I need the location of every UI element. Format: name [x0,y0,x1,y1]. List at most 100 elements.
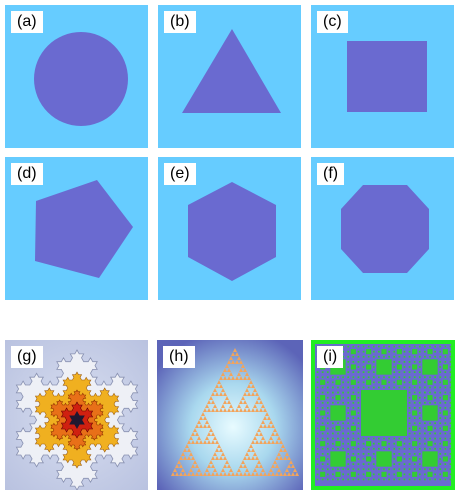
carpet-hole [393,376,396,379]
carpet-hole [347,376,350,379]
carpet-hole [398,478,401,481]
carpet-hole [320,441,326,447]
carpet-hole [398,361,401,363]
carpet-hole [442,410,448,416]
carpet-hole [347,361,350,363]
carpet-hole [381,471,387,477]
carpet-hole [408,442,411,445]
carpet-hole [357,447,360,450]
carpet-hole [367,447,370,450]
panel-label: (g) [11,346,43,368]
carpet-hole [383,376,385,379]
sierpinski-cell [203,408,207,412]
sierpinski-cell [175,472,179,476]
carpet-hole [352,478,355,481]
carpet-hole [424,473,426,476]
carpet-hole [444,417,447,419]
sierpinski-cell [259,472,263,476]
sierpinski-cell [207,440,211,444]
carpet-hole [413,478,416,481]
carpet-hole [449,427,452,430]
carpet-hole [316,391,319,394]
hexagon-shape [188,182,276,281]
carpet-hole [352,407,355,409]
carpet-hole [434,345,436,348]
carpet-hole [398,437,401,440]
carpet-hole [393,468,396,471]
carpet-hole [372,458,375,460]
carpet-hole [424,468,426,471]
sierpinski-cell [247,376,251,380]
carpet-hole [418,376,421,379]
carpet-hole [449,391,452,394]
carpet-hole [326,396,329,399]
carpet-hole [424,345,426,348]
carpet-hole [357,458,360,460]
sierpinski-cell [183,456,187,460]
carpet-hole [362,350,365,353]
sierpinski-cell [285,468,289,472]
carpet-hole [357,366,360,368]
carpet-hole [335,441,341,447]
carpet-hole [321,478,324,481]
carpet-hole [342,381,344,384]
carpet-hole [424,376,426,379]
carpet-hole [366,456,372,462]
sierpinski-cell [223,472,227,476]
carpet-hole [357,401,360,404]
carpet-hole [367,371,370,373]
carpet-hole [403,458,406,460]
sierpinski-cell [243,400,247,404]
sierpinski-cell [191,432,195,436]
carpet-hole [403,453,406,455]
carpet-hole [429,386,431,389]
carpet-hole [357,427,360,430]
sierpinski-cell [183,472,187,476]
carpet-hole [393,458,396,460]
sierpinski-cell [191,440,195,444]
sierpinski-cell [195,464,199,468]
panel-label: (a) [11,11,43,33]
carpet-hole [367,437,370,440]
carpet-hole [418,386,421,389]
carpet-hole [332,401,334,404]
sierpinski-cell [211,472,215,476]
carpet-hole [347,407,350,409]
carpet-hole [321,417,324,419]
carpet-hole [439,468,442,471]
carpet-hole [403,468,406,471]
carpet-hole [347,437,350,440]
carpet-hole [403,376,406,379]
carpet-hole [347,412,350,414]
carpet-hole [418,478,421,481]
sierpinski-cell [237,356,241,360]
carpet-hole [418,396,421,399]
carpet-hole [424,422,426,425]
carpet-hole [444,371,447,373]
panel-f: (f) [311,157,454,300]
carpet-hole [429,437,431,440]
carpet-hole [362,463,365,465]
sierpinski-cell [213,404,217,408]
carpet-hole [321,401,324,404]
carpet-hole [326,442,329,445]
carpet-hole [357,432,360,435]
carpet-hole [413,371,416,373]
sierpinski-cell [243,408,247,412]
sierpinski-cell [171,472,175,476]
carpet-hole [316,473,319,476]
carpet-hole [357,412,360,414]
sierpinski-cell [237,372,241,376]
carpet-hole [316,468,319,471]
sierpinski-cell [233,348,237,352]
sierpinski-cell [207,400,211,404]
carpet-hole [342,437,344,440]
carpet-hole [408,447,411,450]
octagon-shape [341,185,429,273]
carpet-hole [316,407,319,409]
carpet-hole [408,422,411,425]
panel-label: (i) [317,346,344,368]
carpet-hole [408,391,411,394]
carpet-hole [350,349,356,355]
carpet-hole [439,386,442,389]
